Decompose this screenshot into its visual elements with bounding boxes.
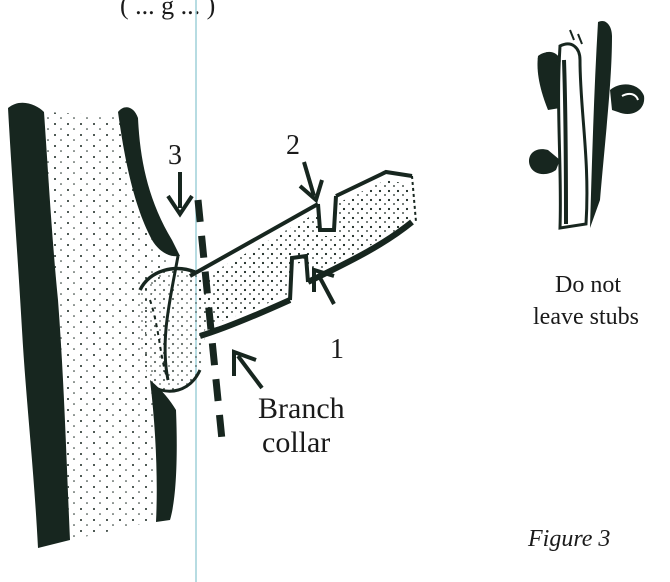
branch-collar (139, 269, 206, 392)
cut-label-2: 2 (286, 130, 300, 161)
cut-label-3: 3 (168, 140, 182, 171)
figure-caption: Figure 3 (527, 526, 610, 552)
stub-branch-illustration (529, 21, 644, 228)
arrow-branch-collar (234, 352, 262, 388)
branch-collar-label-line1: Branch (258, 392, 345, 425)
stubs-caption-line1: Do not (555, 272, 621, 298)
header-fragment: ( ... g ... ) (120, 0, 215, 20)
arrow-cut-2 (300, 162, 322, 200)
stubs-caption-line2: leave stubs (533, 304, 639, 330)
branch-collar-label-line2: collar (262, 426, 330, 459)
arrow-cut-3 (168, 172, 192, 214)
branch (190, 172, 416, 336)
cut-label-1: 1 (330, 334, 344, 365)
